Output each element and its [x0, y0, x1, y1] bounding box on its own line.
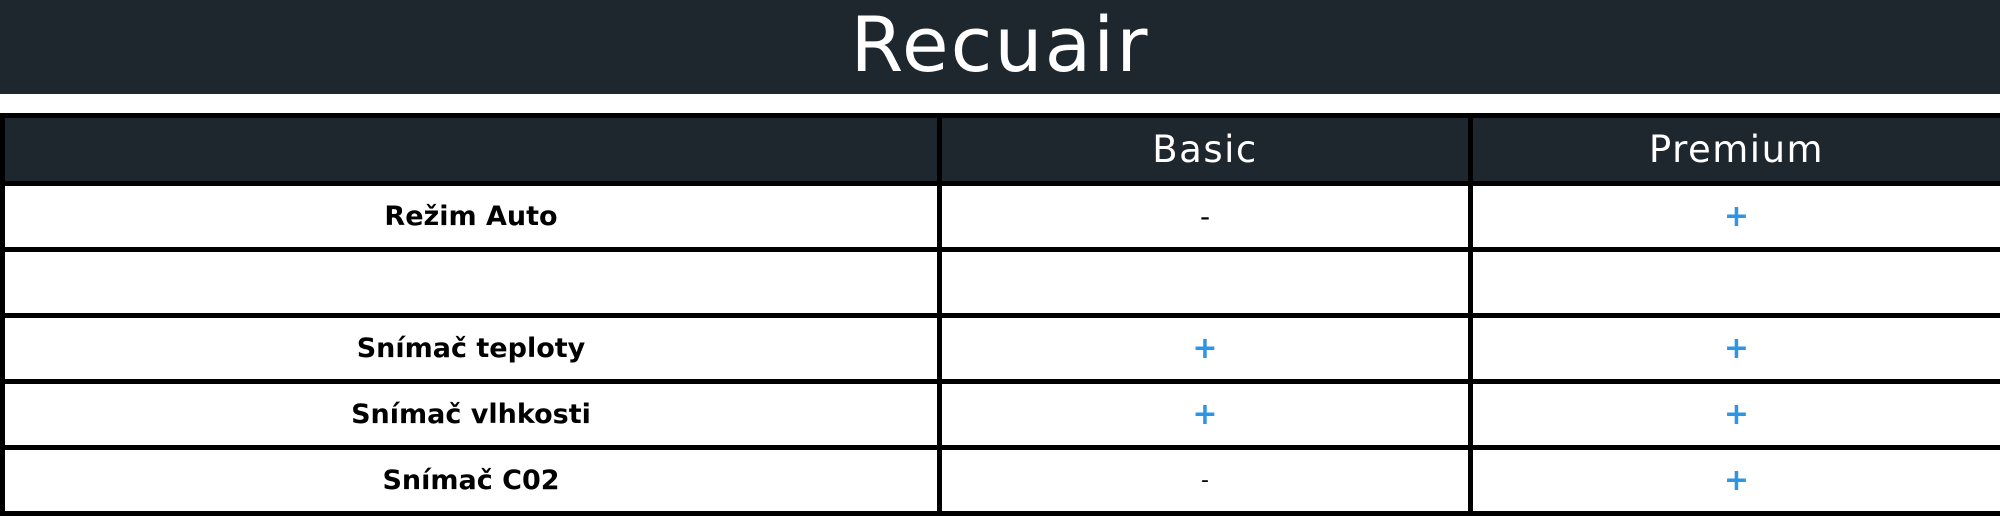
feature-label: [0, 247, 942, 318]
comparison-table: Basic Premium Režim Auto - + Snímač tepl…: [0, 113, 2000, 516]
column-header-premium: Premium: [1468, 113, 2000, 186]
title-banner: Recuair: [0, 0, 2000, 94]
feature-label: Režim Auto: [0, 181, 942, 252]
page-title: Recuair: [850, 0, 1150, 89]
basic-value: +: [937, 379, 1473, 450]
feature-label: Snímač C02: [0, 445, 942, 516]
basic-value: [937, 247, 1473, 318]
premium-value: +: [1468, 445, 2000, 516]
feature-label: Snímač teploty: [0, 313, 942, 384]
table-row: Režim Auto - +: [0, 181, 2000, 252]
premium-value: [1468, 247, 2000, 318]
basic-value: -: [937, 181, 1473, 252]
basic-value: +: [937, 313, 1473, 384]
premium-value: +: [1468, 313, 2000, 384]
premium-value: +: [1468, 181, 2000, 252]
column-header-basic: Basic: [937, 113, 1473, 186]
feature-label: Snímač vlhkosti: [0, 379, 942, 450]
table-header-row: Basic Premium: [0, 113, 2000, 186]
premium-value: +: [1468, 379, 2000, 450]
basic-value: -: [937, 445, 1473, 516]
table-row: Snímač vlhkosti + +: [0, 379, 2000, 450]
table-row: [0, 247, 2000, 318]
table-row: Snímač teploty + +: [0, 313, 2000, 384]
table-row: Snímač C02 - +: [0, 445, 2000, 516]
column-header-feature: [0, 113, 942, 186]
